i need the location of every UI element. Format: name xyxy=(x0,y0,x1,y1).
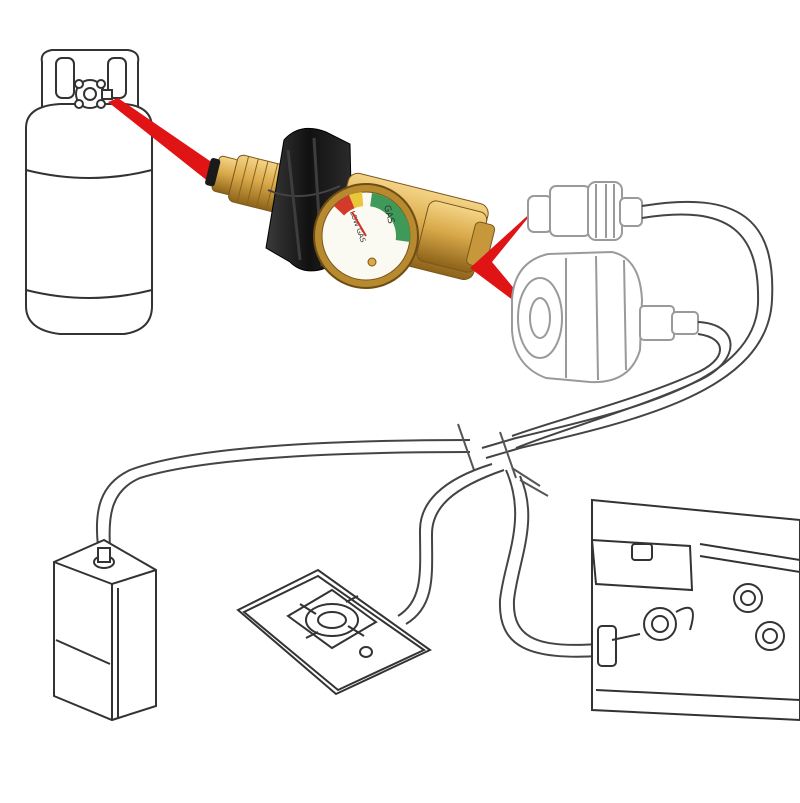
hose-upper xyxy=(485,200,774,459)
grill xyxy=(590,498,800,722)
tank-valve xyxy=(74,79,113,109)
heater-gas-valve xyxy=(93,547,115,569)
hose-to-grill xyxy=(498,469,601,658)
water-heater xyxy=(53,538,157,722)
hose-to-heater xyxy=(95,439,471,547)
gauge-label-gas: GAS xyxy=(381,204,396,225)
gauge-adapter: GAS LOW GAS xyxy=(205,127,496,289)
propane-tank xyxy=(25,49,153,335)
hose-to-stove xyxy=(397,463,493,617)
burner-grate xyxy=(286,588,378,650)
pointer-tank-to-adapter xyxy=(108,98,226,186)
hoses xyxy=(95,200,774,658)
grill-regulator xyxy=(597,606,694,667)
lower-coupling xyxy=(511,250,699,384)
upper-fitting xyxy=(527,181,643,241)
hose-connector xyxy=(511,181,699,384)
hose-lower xyxy=(515,321,732,449)
stove-knob xyxy=(359,646,373,658)
pressure-gauge: GAS LOW GAS xyxy=(313,183,419,289)
pointer-adapter-to-connectors xyxy=(470,208,542,322)
stove-burner xyxy=(236,568,432,696)
gauge-needle xyxy=(351,211,367,237)
